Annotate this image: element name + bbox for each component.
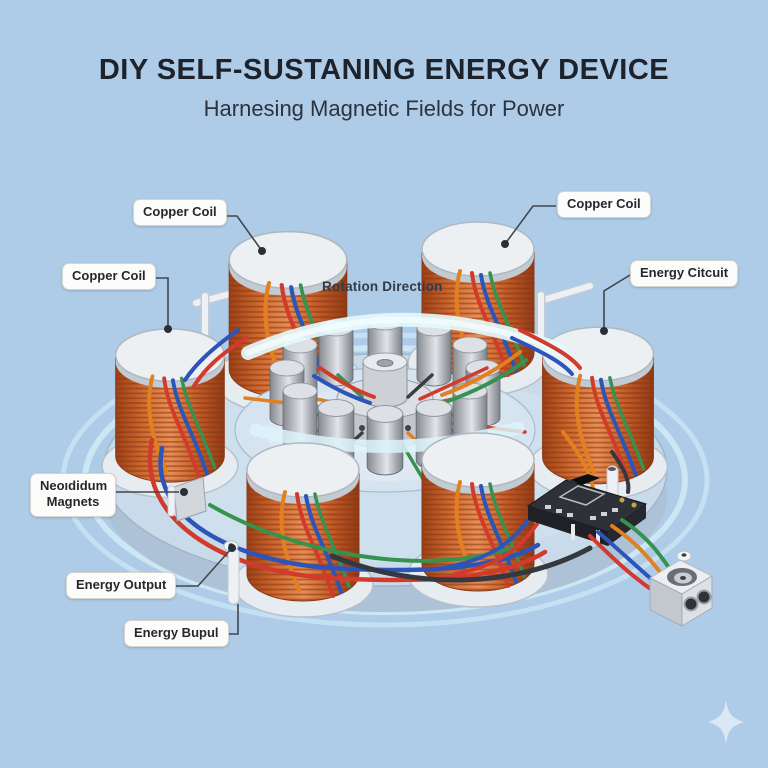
label-copper-coil-top-left: Copper Coil <box>133 199 227 227</box>
label-copper-coil-top-right: Copper Coil <box>557 191 651 219</box>
magnet-plate <box>167 476 207 522</box>
coil-bottom-left <box>231 441 375 619</box>
label-energy-output-lower: Energy Bupul <box>124 620 229 648</box>
rotation-arrow <box>241 312 567 360</box>
page-subtitle: Harnesing Magnetic Fields for Power <box>203 96 565 121</box>
output-terminal-block <box>648 559 714 627</box>
label-neodymium-magnets: Neoıdidum Magnets <box>30 473 116 517</box>
label-rotation-direction: Rotation Direction <box>322 279 443 294</box>
label-energy-output: Energy Output <box>66 572 177 600</box>
label-energy-circuit: Energy Citcuit <box>630 260 739 288</box>
label-copper-coil-left: Copper Coil <box>62 263 156 291</box>
inter-coil-wires <box>183 328 582 405</box>
coil-left <box>100 326 240 500</box>
page-title: DIY SELF-SUSTANING ENERGY DEVICE <box>98 54 670 86</box>
sparkle-icon <box>708 700 744 744</box>
